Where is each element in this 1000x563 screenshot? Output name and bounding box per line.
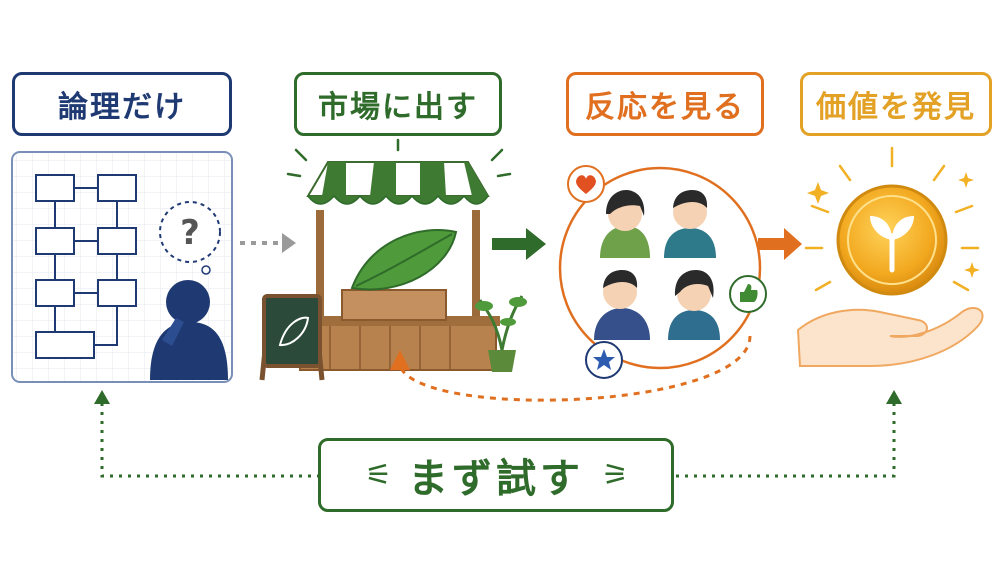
decor-dashes-right: ⚞ (602, 457, 629, 493)
sprout-icon (870, 216, 914, 273)
step-label-go-to-market: 市場に出す (294, 72, 502, 136)
thought-bubble (159, 201, 221, 263)
feedback-loop-arrow (390, 335, 752, 402)
bottom-loop-arrows (100, 402, 896, 478)
thinking-person-icon (150, 280, 228, 380)
step-label-discover-value: 価値を発見 (800, 72, 992, 136)
step-label-logic-only: 論理だけ (12, 72, 232, 136)
chalkboard-sign-icon (259, 294, 325, 381)
arrow-gray (240, 233, 296, 253)
star-icon (585, 341, 623, 379)
people-icon (594, 190, 720, 340)
question-mark: ? (180, 213, 200, 253)
try-first-box: ⚟ まず試す ⚞ (318, 438, 674, 512)
hand-icon (796, 307, 984, 367)
arrow-orange (758, 228, 802, 260)
logic-panel: ? (11, 151, 233, 383)
step-label-see-reaction: 反応を見る (566, 72, 764, 136)
heart-icon (567, 165, 605, 203)
leaf-icon (350, 229, 458, 291)
market-stall-icon (286, 138, 512, 371)
potted-plant-icon (475, 295, 527, 372)
try-first-label: まず試す (408, 456, 584, 502)
arrow-green (492, 228, 546, 260)
flowchart-icon (35, 174, 137, 359)
reactions-panel (558, 165, 767, 379)
sparkle-icon (804, 146, 980, 292)
thumbs-up-icon (729, 275, 767, 313)
decor-dashes-left: ⚟ (365, 457, 392, 493)
